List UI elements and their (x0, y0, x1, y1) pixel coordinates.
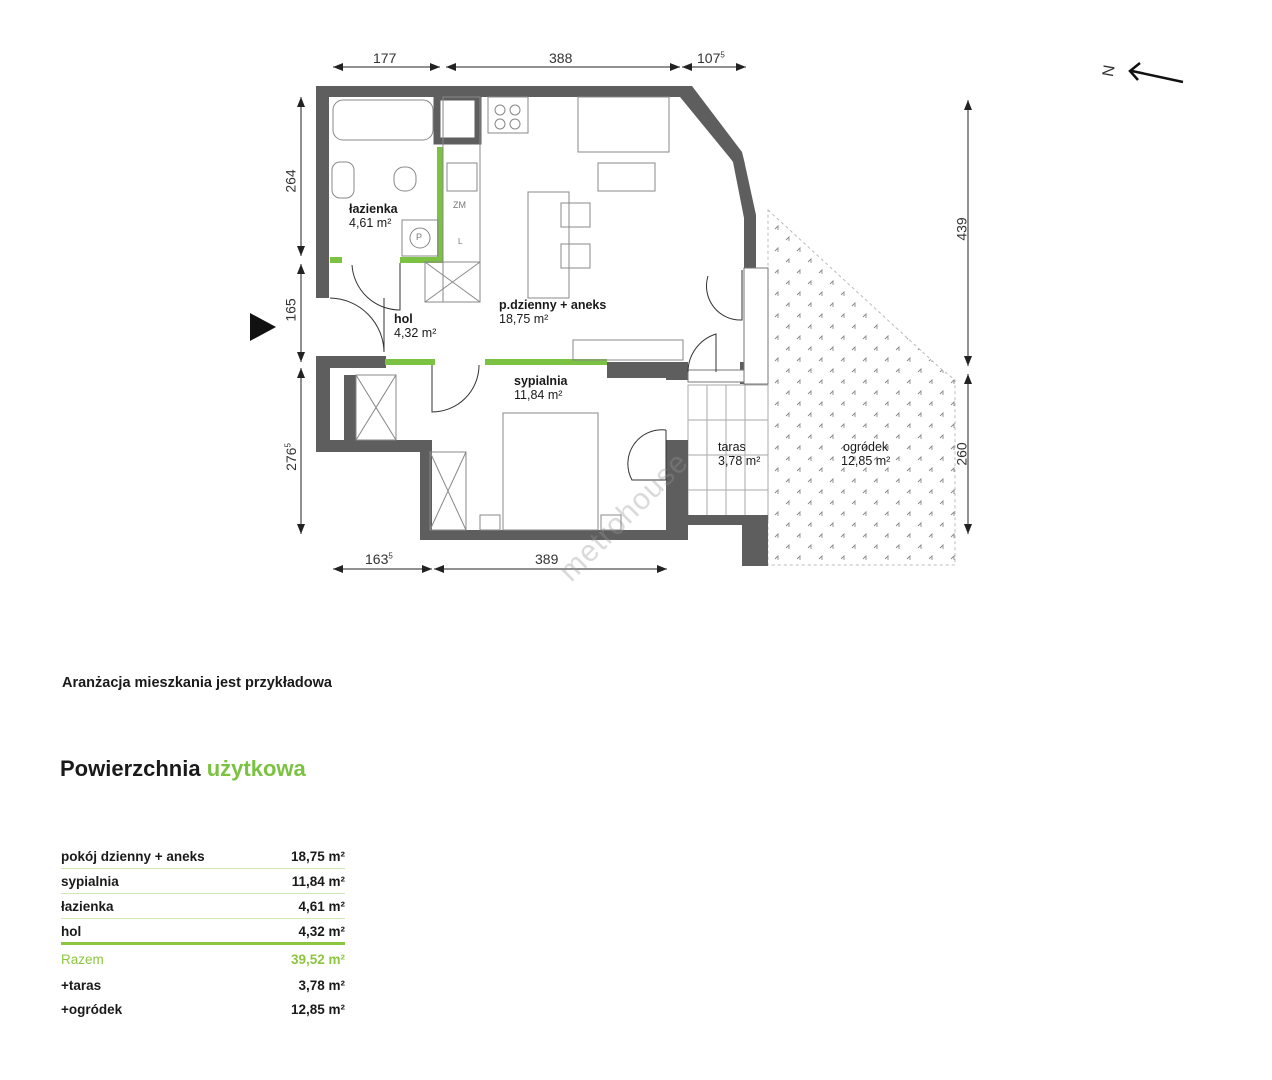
room-area: 4,61 m² (349, 216, 392, 230)
row-value: 3,78 m² (298, 978, 345, 993)
dim-left-3: 2765 (282, 443, 299, 471)
row-value: 18,75 m² (290, 849, 345, 864)
title-part-1: Powierzchnia (60, 756, 201, 781)
row-value: 4,32 m² (298, 924, 345, 939)
extra-row: +taras 3,78 m² (61, 975, 345, 997)
furniture (331, 96, 684, 531)
row-label: łazienka (61, 899, 114, 914)
partition-walls (330, 147, 607, 365)
cooktop (487, 96, 529, 134)
dim-left-1: 264 (282, 169, 299, 193)
room-name: p.dzienny + aneks (499, 298, 607, 312)
garden-area (767, 208, 956, 566)
row-value: 4,61 m² (298, 899, 345, 914)
room-area: 4,32 m² (394, 326, 437, 340)
washer (401, 219, 439, 257)
bed (502, 412, 599, 531)
room-area: 18,75 m² (499, 312, 549, 326)
dim-top-2: 388 (549, 50, 573, 66)
row-label: pokój dzienny + aneks (61, 849, 205, 864)
table-row: łazienka 4,61 m² (61, 896, 345, 919)
row-label: +taras (61, 978, 102, 993)
dim-right-2: 260 (953, 442, 970, 466)
arrangement-note: Aranżacja mieszkania jest przykładowa (62, 675, 332, 691)
row-value: 12,85 m² (290, 1002, 345, 1017)
floor-plan (250, 62, 1184, 573)
windows (687, 267, 769, 385)
room-name: łazienka (349, 202, 398, 216)
dim-right-1: 439 (953, 217, 970, 241)
table-row: hol 4,32 m² (61, 921, 345, 945)
walls (316, 86, 768, 566)
room-name: hol (394, 312, 413, 326)
table-row: pokój dzienny + aneks 18,75 m² (61, 846, 345, 869)
entrance-arrow-icon (250, 313, 276, 341)
total-row: Razem 39,52 m² (61, 947, 345, 973)
bathtub (332, 99, 434, 141)
total-label: Razem (61, 952, 104, 967)
fixture-l: L (458, 237, 463, 246)
fixture-p: P (416, 232, 423, 242)
row-value: 11,84 m² (291, 874, 345, 889)
section-title: Powierzchnia użytkowa (60, 756, 306, 782)
dim-bottom-2: 389 (535, 551, 559, 567)
room-name: sypialnia (514, 374, 568, 388)
title-part-2: użytkowa (206, 756, 306, 781)
coffee-table (597, 162, 656, 192)
doors (329, 263, 743, 481)
fixture-zm: ZM (453, 200, 466, 210)
dim-top-1: 177 (373, 50, 397, 66)
north-arrow-icon (1128, 62, 1184, 84)
room-area: 3,78 m² (718, 454, 761, 468)
area-table: pokój dzienny + aneks 18,75 m² sypialnia 1… (61, 846, 345, 1023)
table-row: sypialnia 11,84 m² (61, 871, 345, 894)
sink (331, 161, 355, 199)
dim-left-2: 165 (282, 298, 299, 322)
total-value: 39,52 m² (290, 952, 345, 967)
row-label: sypialnia (61, 874, 119, 889)
room-name: taras (718, 440, 746, 454)
dimension-lines (297, 63, 972, 573)
room-name: ogródek (843, 440, 889, 454)
toilet (393, 166, 417, 192)
row-label: hol (61, 924, 82, 939)
room-area: 11,84 m² (514, 388, 563, 402)
row-label: +ogródek (61, 1002, 123, 1017)
sofa (577, 96, 670, 153)
dining-table (527, 191, 570, 299)
dim-bottom-1: 1635 (365, 551, 393, 567)
room-area: 12,85 m² (841, 454, 891, 468)
extra-row: +ogródek 12,85 m² (61, 999, 345, 1021)
dim-top-3: 1075 (697, 50, 725, 66)
